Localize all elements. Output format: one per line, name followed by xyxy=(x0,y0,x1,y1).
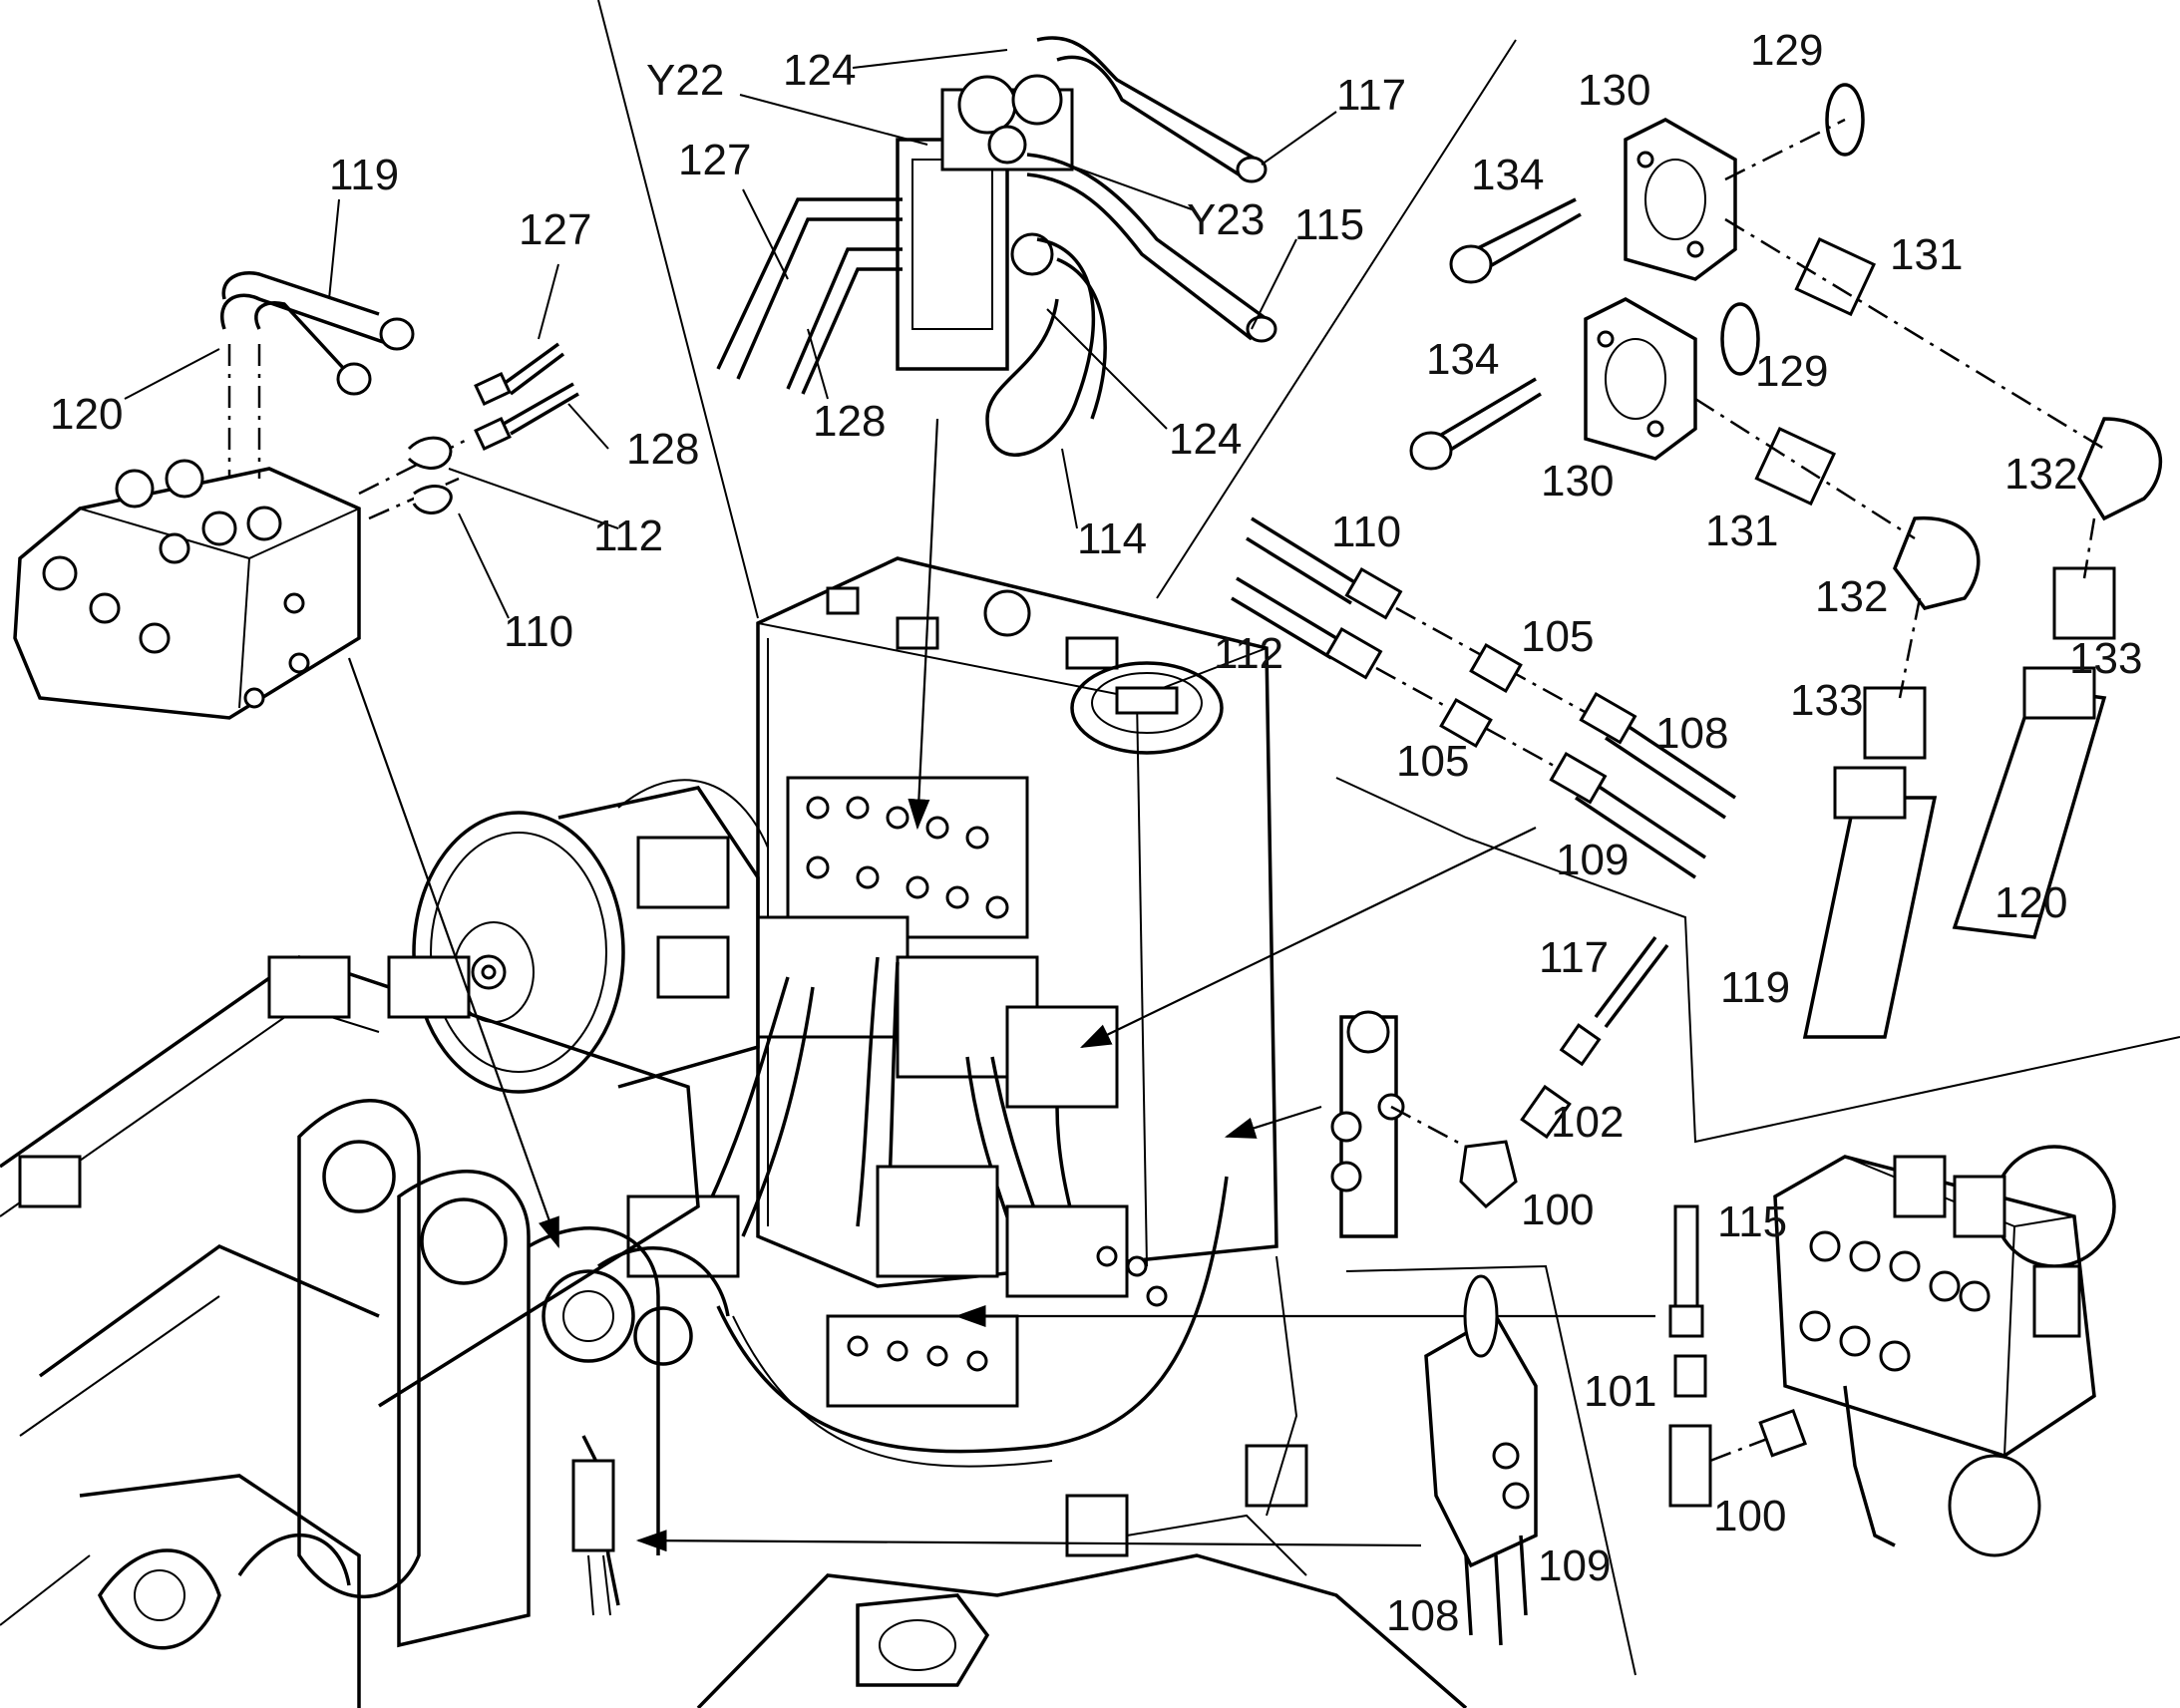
label-131-top: 131 xyxy=(1890,230,1963,279)
label-117-top: 117 xyxy=(1336,71,1406,120)
label-108-lower: 108 xyxy=(1386,1591,1459,1640)
label-134-top: 134 xyxy=(1471,151,1544,199)
tube-set-105-112 xyxy=(1231,516,1736,879)
solenoid-valve-y22-y23 xyxy=(716,36,1277,457)
label-129-top: 129 xyxy=(1750,26,1823,75)
flange-assembly xyxy=(1409,83,2163,1039)
label-108-right: 108 xyxy=(1655,709,1728,758)
label-119-right: 119 xyxy=(1720,963,1790,1012)
divider-lines xyxy=(597,0,2180,1676)
distributor-block xyxy=(1330,935,1669,1238)
label-110-left: 110 xyxy=(504,607,573,656)
label-102: 102 xyxy=(1551,1098,1624,1147)
label-124-right: 124 xyxy=(1169,415,1242,464)
reference-arrows xyxy=(347,418,1655,1552)
label-132-lower: 132 xyxy=(1815,572,1888,621)
label-114: 114 xyxy=(1077,514,1147,563)
label-131-lower: 131 xyxy=(1705,507,1778,555)
label-y22: Y22 xyxy=(646,56,724,105)
label-112-right: 112 xyxy=(1214,629,1283,678)
label-134-lower: 134 xyxy=(1426,335,1499,384)
label-110-right: 110 xyxy=(1331,508,1401,556)
label-128-top: 128 xyxy=(813,397,886,446)
callout-leaders xyxy=(124,49,1337,619)
label-127-top: 127 xyxy=(678,136,751,184)
label-112-left: 112 xyxy=(593,512,663,560)
label-120-right: 120 xyxy=(1995,878,2067,927)
label-100-upper: 100 xyxy=(1521,1186,1594,1234)
label-130-top: 130 xyxy=(1578,66,1650,115)
label-127-left: 127 xyxy=(519,205,591,254)
label-100-lower: 100 xyxy=(1713,1492,1786,1540)
chassis-frame xyxy=(0,955,1468,1708)
label-y23: Y23 xyxy=(1187,195,1265,244)
label-129-lower: 129 xyxy=(1755,347,1828,396)
label-128-left: 128 xyxy=(626,425,699,474)
label-115-top: 115 xyxy=(1294,200,1364,249)
label-109-right: 109 xyxy=(1556,836,1629,884)
label-109-lower: 109 xyxy=(1538,1541,1611,1590)
label-119-left: 119 xyxy=(329,151,399,199)
label-105-lower: 105 xyxy=(1396,737,1469,786)
label-133-lower: 133 xyxy=(1790,676,1863,725)
control-valve-block xyxy=(1424,1145,2116,1646)
label-117-lower: 117 xyxy=(1539,933,1609,982)
label-133-right: 133 xyxy=(2069,634,2142,683)
part-number-labels: 124 Y22 117 127 Y23 115 128 124 114 119 … xyxy=(50,26,2142,1640)
label-124-top: 124 xyxy=(783,46,856,95)
main-machine-assembly xyxy=(626,556,1278,1468)
label-130-lower: 130 xyxy=(1541,457,1614,506)
label-105-upper: 105 xyxy=(1521,612,1594,661)
label-115-lower: 115 xyxy=(1717,1197,1787,1246)
left-valve-block xyxy=(13,271,579,720)
label-120-left: 120 xyxy=(50,390,123,439)
label-101: 101 xyxy=(1584,1367,1656,1416)
label-132-right: 132 xyxy=(2004,450,2077,499)
motor-flywheel xyxy=(412,779,769,1094)
